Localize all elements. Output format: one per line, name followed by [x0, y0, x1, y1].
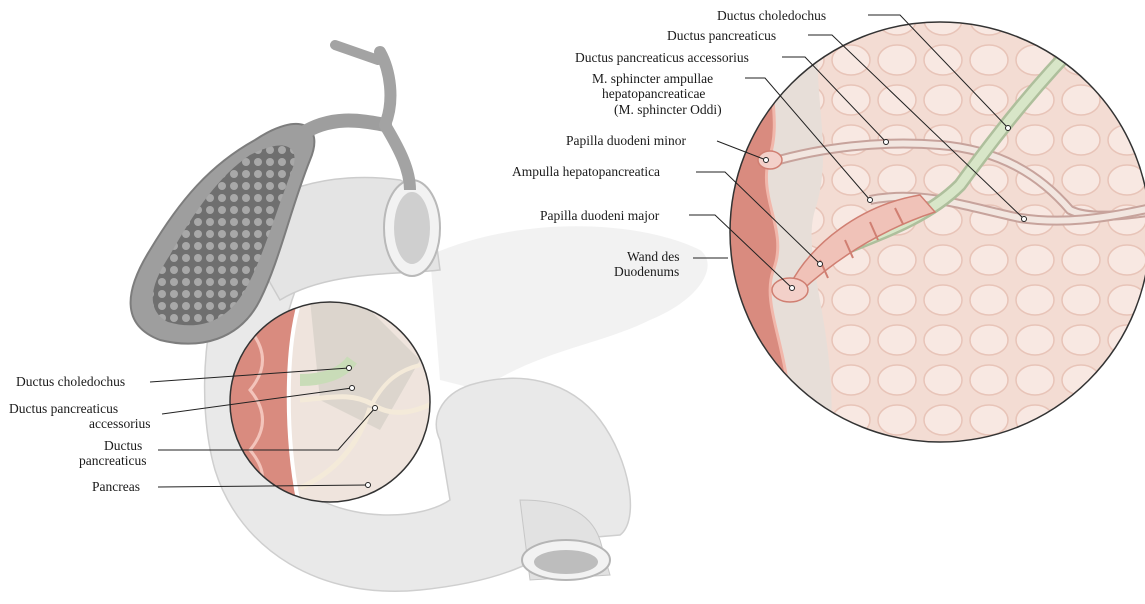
label-papilla-minor: Papilla duodeni minor	[566, 133, 686, 148]
detail-magnifier	[720, 20, 1145, 450]
label-ampulla: Ampulla hepatopancreatica	[512, 164, 660, 179]
papilla-minor	[758, 151, 782, 169]
cystic-duct	[300, 121, 385, 135]
label-ductus-choledochus-right: Ductus choledochus	[717, 8, 826, 23]
label-ductus-pancreaticus-accessorius-left-1: Ductus pancreaticus	[9, 401, 118, 416]
label-wand-1: Wand des	[627, 249, 680, 264]
label-sphincter-1: M. sphincter ampullae	[592, 71, 713, 86]
label-sphincter-3: (M. sphincter Oddi)	[614, 102, 722, 117]
label-sphincter-2: hepatopancreaticae	[602, 86, 705, 101]
label-ductus-pancreaticus-accessorius-left-2: accessorius	[89, 416, 150, 431]
label-ductus-pancreaticus-accessorius-right: Ductus pancreaticus accessorius	[575, 50, 749, 65]
label-ductus-pancreaticus-left-1: Ductus	[104, 438, 142, 453]
overview-illustration	[131, 45, 708, 591]
label-ductus-choledochus-left: Ductus choledochus	[16, 374, 125, 389]
label-wand-2: Duodenums	[614, 264, 679, 279]
label-pancreas-left: Pancreas	[92, 479, 140, 494]
label-ductus-pancreaticus-left-2: pancreaticus	[79, 453, 146, 468]
label-papilla-major: Papilla duodeni major	[540, 208, 660, 223]
label-ductus-pancreaticus-right: Ductus pancreaticus	[667, 28, 776, 43]
